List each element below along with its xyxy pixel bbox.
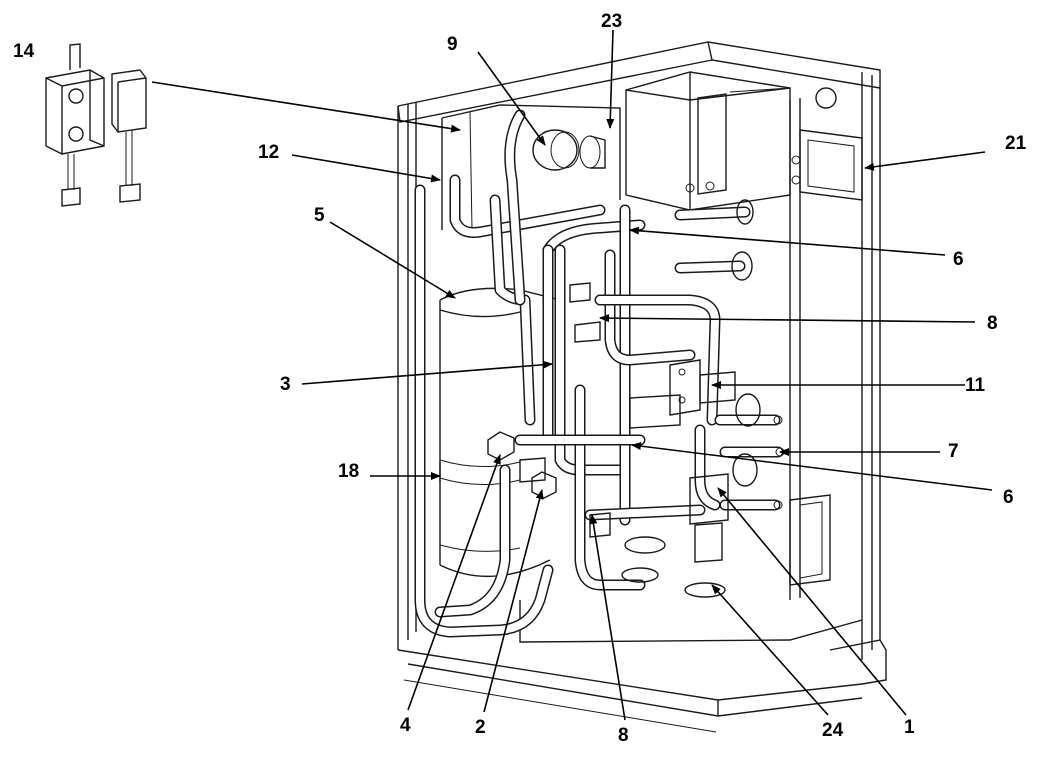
pipework: [414, 109, 784, 638]
control-box: [625, 71, 863, 211]
leader-lines: [151, 29, 993, 721]
callout-6-mid: 6: [1003, 487, 1014, 508]
callout-7: 7: [948, 441, 959, 462]
cabinet-frame: [397, 41, 887, 733]
components: [487, 129, 785, 598]
callout-21: 21: [1005, 133, 1027, 154]
callout-3: 3: [280, 374, 291, 395]
callout-2: 2: [475, 717, 486, 738]
callout-9: 9: [447, 34, 458, 55]
callout-8-right: 8: [987, 313, 998, 334]
callout-18: 18: [338, 461, 360, 482]
inset-part-14: [45, 43, 147, 207]
callout-12: 12: [258, 142, 280, 163]
callout-4: 4: [400, 715, 411, 736]
upper-housing: [441, 104, 621, 231]
callout-14: 14: [13, 41, 35, 62]
callout-5: 5: [314, 205, 325, 226]
callout-23: 23: [601, 11, 623, 32]
callout-8-bottom: 8: [618, 725, 629, 746]
callout-24: 24: [822, 720, 844, 741]
callout-6-top: 6: [953, 249, 964, 270]
callout-11: 11: [965, 375, 986, 396]
callout-1: 1: [904, 717, 915, 738]
